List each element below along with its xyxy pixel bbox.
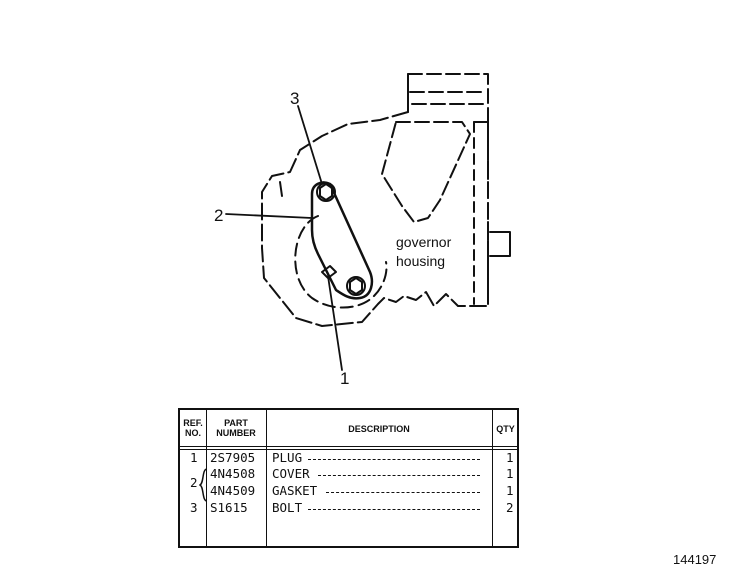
triangular-pocket	[381, 121, 471, 223]
housing-label-line2: housing	[396, 253, 445, 269]
callout-3: 3	[290, 89, 299, 108]
leader-line-2	[225, 213, 313, 219]
figure-number: 144197	[673, 552, 717, 567]
cover-recess	[294, 215, 388, 309]
row-4-part: S1615	[210, 500, 248, 515]
bolt-head-bottom	[349, 277, 363, 295]
row-2-description: COVER	[272, 466, 310, 481]
row-1-ref: 1	[190, 450, 198, 465]
row-1-part: 2S7905	[210, 450, 256, 465]
callout-1: 1	[340, 369, 349, 388]
housing-outline	[261, 111, 489, 327]
group-ref: 2	[190, 475, 198, 490]
bolt-head-top	[319, 183, 333, 201]
parts-table: REF. NO. PART NUMBER DESCRIPTION QTY 1 2…	[178, 408, 519, 548]
header-description: DESCRIPTION	[348, 424, 410, 434]
header-part-number: PART NUMBER	[216, 418, 256, 438]
plug-outline	[321, 265, 337, 279]
row-3-part: 4N4509	[210, 483, 256, 498]
row-4-qty: 2	[506, 500, 514, 515]
row-3-qty: 1	[506, 483, 514, 498]
row-4-description: BOLT	[272, 500, 303, 515]
governor-housing-diagram: 3 2 1 governor housing	[214, 73, 511, 388]
group-brace	[199, 468, 208, 502]
callout-2: 2	[214, 206, 223, 225]
header-ref: REF. NO.	[183, 418, 203, 438]
leader-line-3	[297, 105, 323, 185]
row-1-qty: 1	[506, 450, 514, 465]
row-3-description: GASKET	[272, 483, 318, 498]
row-4-ref: 3	[190, 500, 198, 515]
housing-tower-outline	[407, 73, 489, 121]
side-boss-outline	[489, 231, 511, 257]
row-2-part: 4N4508	[210, 466, 256, 481]
row-2-qty: 1	[506, 466, 514, 481]
row-1-description: PLUG	[272, 450, 303, 465]
leader-line-1	[327, 275, 343, 371]
header-qty: QTY	[496, 424, 515, 434]
housing-label-line1: governor	[396, 234, 452, 250]
